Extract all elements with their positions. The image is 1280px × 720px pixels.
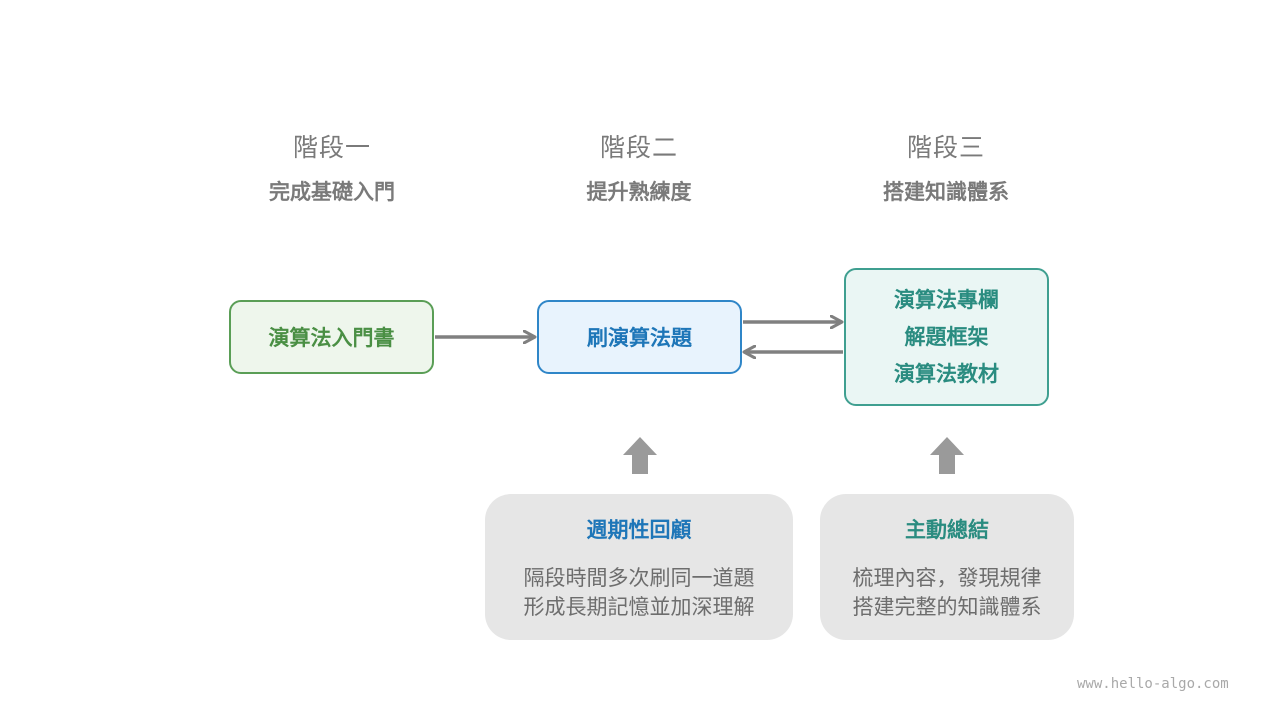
- summary-line-2: 搭建完整的知識體系: [852, 595, 1042, 619]
- practice-label: 刷演算法題: [587, 326, 692, 350]
- stage-2-subtitle: 提升熟練度: [586, 180, 692, 204]
- up-arrow-summary: [930, 437, 964, 474]
- summary-line-1: 梳理內容，發現規律: [852, 566, 1042, 590]
- review-card: 週期性回顧 隔段時間多次刷同一道題 形成長期記憶並加深理解: [485, 494, 793, 640]
- practice-box: 刷演算法題: [537, 300, 742, 374]
- stage-3-subtitle: 搭建知識體系: [883, 180, 1009, 204]
- intro-book-label: 演算法入門書: [268, 326, 395, 350]
- review-card-title: 週期性回顧: [586, 518, 692, 542]
- stage-1-subtitle: 完成基礎入門: [269, 180, 395, 204]
- review-line-2: 形成長期記憶並加深理解: [523, 595, 755, 619]
- system-line-3: 演算法教材: [894, 361, 999, 386]
- knowledge-system-box: 演算法專欄 解題框架 演算法教材: [844, 268, 1049, 406]
- summary-card-text: 梳理內容，發現規律 搭建完整的知識體系: [820, 564, 1074, 622]
- review-card-text: 隔段時間多次刷同一道題 形成長期記憶並加深理解: [485, 564, 793, 622]
- watermark: www.hello-algo.com: [1077, 676, 1229, 692]
- up-arrow-review: [623, 437, 657, 474]
- stage-2-title: 階段二: [599, 133, 678, 162]
- intro-book-box: 演算法入門書: [229, 300, 434, 374]
- stage-3-title: 階段三: [906, 133, 985, 162]
- summary-card: 主動總結 梳理內容，發現規律 搭建完整的知識體系: [820, 494, 1074, 640]
- summary-card-title: 主動總結: [905, 518, 989, 542]
- review-line-1: 隔段時間多次刷同一道題: [523, 566, 755, 590]
- stage-1-title: 階段一: [292, 133, 371, 162]
- system-line-2: 解題框架: [904, 324, 989, 349]
- system-line-1: 演算法專欄: [894, 287, 999, 312]
